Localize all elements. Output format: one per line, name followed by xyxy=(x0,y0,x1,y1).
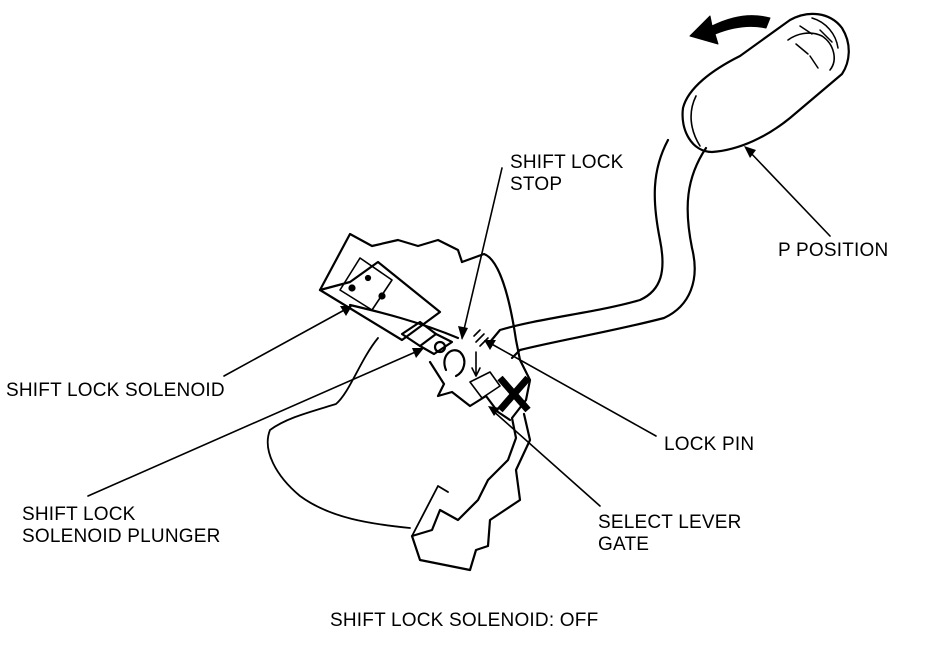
solenoid-housing xyxy=(318,232,464,342)
label-shift-lock-stop-line2: STOP xyxy=(510,174,563,195)
label-lock-pin: LOCK PIN xyxy=(664,434,755,455)
label-select-lever-gate-line1: SELECT LEVER xyxy=(598,512,742,533)
leader-lock-pin xyxy=(487,341,657,437)
leader-p-position xyxy=(747,149,831,237)
lever-base-curve xyxy=(266,337,411,529)
diagram-caption: SHIFT LOCK SOLENOID: OFF xyxy=(330,610,599,631)
leader-shift-lock-stop xyxy=(461,167,503,339)
leader-shift-lock-solenoid xyxy=(223,307,349,377)
label-shift-lock-stop-line1: SHIFT LOCK xyxy=(510,152,624,173)
leader-select-lever-gate xyxy=(491,409,601,507)
leader-plunger xyxy=(87,349,421,497)
label-select-lever-gate-line2: GATE xyxy=(598,534,650,555)
blocked-x-icon xyxy=(497,375,531,413)
lever-shaft xyxy=(348,138,708,360)
lock-pin xyxy=(471,329,489,377)
label-plunger-line1: SHIFT LOCK xyxy=(22,504,136,525)
shift-knob xyxy=(681,12,850,154)
label-shift-lock-solenoid: SHIFT LOCK SOLENOID xyxy=(6,380,225,401)
label-p-position: P POSITION xyxy=(778,240,889,261)
solenoid-plunger xyxy=(400,320,454,356)
label-plunger-line2: SOLENOID PLUNGER xyxy=(22,526,221,547)
rotation-arrow-icon xyxy=(689,15,771,45)
